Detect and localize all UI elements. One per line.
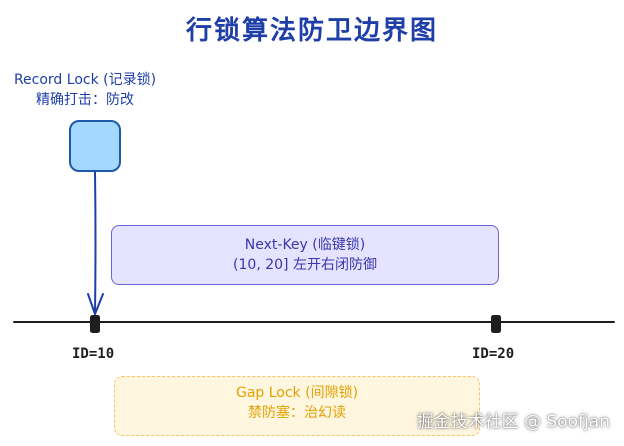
- diagram-title: 行锁算法防卫边界图: [185, 16, 438, 46]
- record-marker-id10: [90, 315, 100, 333]
- record-lock-title: Record Lock (记录锁): [13, 72, 157, 88]
- watermark: 掘金技术社区 @ Soofjan: [416, 412, 610, 432]
- gap-lock-box: Gap Lock (间隙锁) 禁防塞：治幻读: [114, 376, 480, 436]
- record-lock-description: 精确打击：防改: [36, 92, 134, 108]
- next-key-lock-box: Next-Key (临键锁) (10, 20] 左开右闭防御: [111, 225, 499, 285]
- record-lock-box: [69, 120, 121, 172]
- next-key-lock-title: Next-Key (临键锁): [244, 237, 366, 253]
- gap-lock-description: 禁防塞：治幻读: [248, 405, 346, 421]
- next-key-lock-range: (10, 20] 左开右闭防御: [233, 257, 377, 273]
- gap-lock-title: Gap Lock (间隙锁): [235, 385, 359, 401]
- record-lock-arrow: [94, 171, 97, 315]
- record-lock-label: Record Lock (记录锁) 精确打击：防改: [0, 70, 170, 110]
- id-10-label: ID=10: [72, 346, 115, 362]
- record-lock-arrowhead: [87, 293, 104, 315]
- id-20-label: ID=20: [472, 346, 515, 362]
- record-marker-id20: [491, 315, 501, 333]
